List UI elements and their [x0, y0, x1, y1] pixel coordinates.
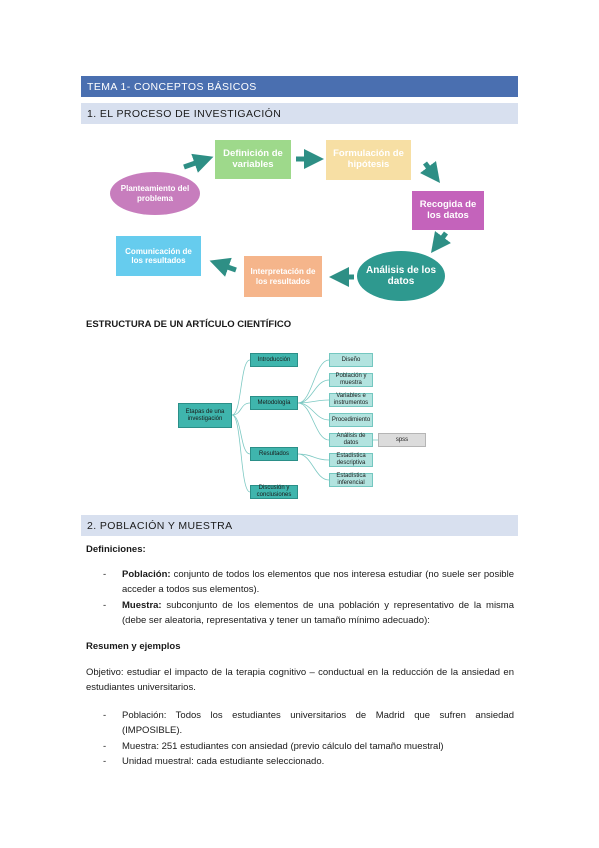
- bullet-dash: -: [103, 710, 107, 721]
- mindmap-analisis-datos: Análisis de datos: [329, 433, 373, 447]
- process-step-interpretacion: Interpretación de los resultados: [244, 256, 322, 297]
- def-poblacion-label: Población:: [122, 569, 171, 580]
- section-header-2: 2. POBLACIÓN Y MUESTRA: [81, 515, 518, 536]
- bullet-dash: -: [103, 600, 107, 611]
- connector-result-inf: [297, 453, 330, 481]
- bullet-dash: -: [103, 756, 107, 767]
- def-poblacion: Población: conjunto de todos los element…: [122, 567, 514, 597]
- section-title-1: 1. EL PROCESO DE INVESTIGACIÓN: [87, 107, 282, 120]
- process-step-definicion: Definición de variables: [215, 140, 291, 179]
- connector-root-result: [231, 414, 251, 455]
- mindmap-introduccion: Introducción: [250, 353, 298, 367]
- ejemplo-unidad: Unidad muestral: cada estudiante selecci…: [122, 756, 325, 767]
- arrow-plan-def: [183, 153, 214, 173]
- arrow-rec-ana: [431, 231, 451, 253]
- chapter-header: TEMA 1- CONCEPTOS BÁSICOS: [81, 76, 518, 97]
- mindmap-procedimiento: Procedimiento: [329, 413, 373, 427]
- arrow-int-com: [209, 257, 237, 277]
- mindmap-variables: Variables e instrumentos: [329, 393, 373, 407]
- section-header-1: 1. EL PROCESO DE INVESTIGACIÓN: [81, 103, 518, 124]
- section-title-2: 2. POBLACIÓN Y MUESTRA: [87, 519, 233, 532]
- arrow-form-rec: [420, 161, 440, 183]
- bullet-dash: -: [103, 741, 107, 752]
- mindmap-resultados: Resultados: [250, 447, 298, 461]
- chapter-title: TEMA 1- CONCEPTOS BÁSICOS: [87, 80, 257, 93]
- connector-metod-diseno: [297, 359, 330, 404]
- def-muestra-label: Muestra:: [122, 600, 162, 611]
- connector-metod-analisis: [297, 402, 330, 441]
- mindmap-estadistica-descriptiva: Estadística descriptiva: [329, 453, 373, 467]
- estructura-title: ESTRUCTURA DE UN ARTÍCULO CIENTÍFICO: [86, 319, 292, 330]
- connector-metod-proc: [297, 402, 330, 421]
- def-muestra: Muestra: subconjunto de los elementos de…: [122, 598, 514, 628]
- connector-metod-poblacion: [297, 379, 330, 404]
- connector-root-metod: [231, 402, 251, 416]
- def-muestra-text: subconjunto de los elementos de una pobl…: [122, 600, 514, 626]
- process-step-planteamiento: Planteamiento del problema: [110, 172, 200, 215]
- process-step-formulacion: Formulación de hipótesis: [326, 140, 411, 180]
- process-step-recogida: Recogida de los datos: [412, 191, 484, 230]
- mindmap-discusion: Discusión y conclusiones: [250, 485, 298, 499]
- mindmap-poblacion: Población y muestra: [329, 373, 373, 387]
- bullet-dash: -: [103, 569, 107, 580]
- mindmap-root: Etapas de una investigación: [178, 403, 232, 428]
- mindmap-metodologia: Metodología: [250, 396, 298, 410]
- mindmap-spss: spss: [378, 433, 426, 447]
- ejemplo-poblacion: Población: Todos los estudiantes univers…: [122, 710, 514, 736]
- def-poblacion-text: conjunto de todos los elementos que nos …: [122, 569, 514, 595]
- objetivo-text: Objetivo: estudiar el impacto de la tera…: [86, 667, 514, 693]
- connector-metod-variables: [297, 399, 330, 404]
- process-step-analisis: Análisis de los datos: [357, 251, 445, 301]
- connector-root-disc: [231, 414, 251, 493]
- process-step-comunicacion: Comunicación de los resultados: [116, 236, 201, 276]
- resumen-title: Resumen y ejemplos: [86, 641, 181, 652]
- connector-root-intro: [231, 359, 251, 416]
- mindmap-diseno: Diseño: [329, 353, 373, 367]
- definiciones-title: Definiciones:: [86, 544, 146, 555]
- mindmap-estadistica-inferencial: Estadística inferencial: [329, 473, 373, 487]
- ejemplo-muestra: Muestra: 251 estudiantes con ansiedad (p…: [122, 741, 444, 752]
